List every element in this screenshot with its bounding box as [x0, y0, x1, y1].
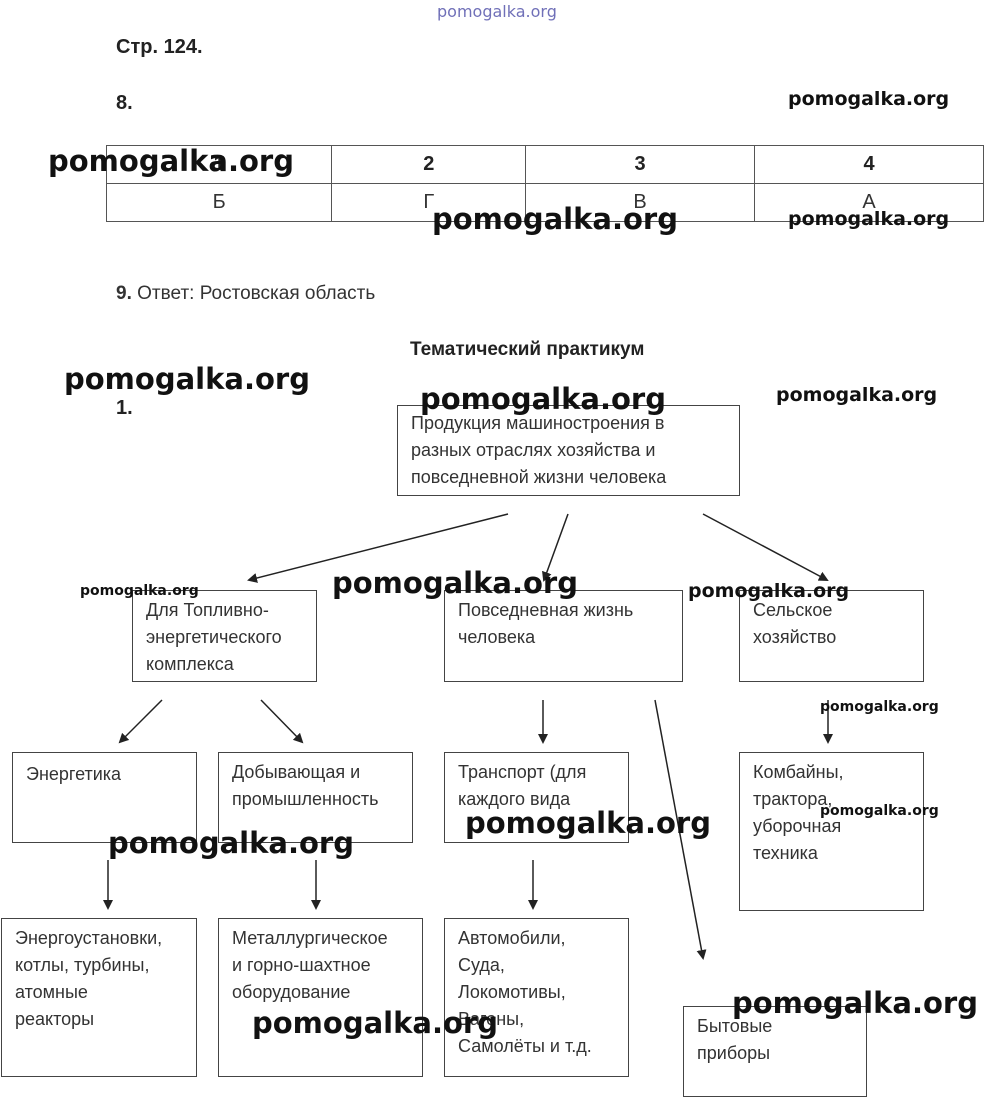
vehicles-box: Автомобили, Суда, Локомотивы, Вагоны, Са…	[444, 918, 629, 1077]
box-line: котлы, турбины,	[15, 955, 150, 975]
box-line: оборудование	[232, 982, 351, 1002]
watermark: pomogalka.org	[788, 88, 950, 110]
box-line: Комбайны,	[753, 762, 844, 782]
box-line: промышленность	[232, 789, 379, 809]
task-1-number: 1.	[116, 397, 133, 419]
arrow-fuel-to-mining	[260, 699, 304, 744]
box-line: Суда,	[458, 955, 505, 975]
box-line: Вагоны,	[458, 1009, 525, 1029]
energy-box: Энергетика	[12, 752, 197, 843]
table-row: Б Г В А	[105, 183, 984, 222]
watermark: pomogalka.org	[776, 384, 938, 406]
box-line: Энергетика	[26, 764, 122, 784]
box-line: реакторы	[15, 1009, 95, 1029]
metallurgy-box: Металлургическое и горно-шахтное оборудо…	[218, 918, 423, 1077]
answer-table: 1 2 3 4 Б Г В А	[105, 145, 984, 222]
box-line: уборочная	[753, 816, 842, 836]
box-line: и горно-шахтное	[232, 955, 371, 975]
watermark: pomogalka.org	[332, 566, 578, 600]
daily-life-box: Повседневная жизнь человека	[444, 590, 683, 682]
section-title: Тематический практикум	[410, 339, 645, 360]
watermark: pomogalka.org	[820, 699, 939, 715]
watermark: pomogalka.org	[108, 826, 354, 860]
box-line: каждого вида	[458, 789, 571, 809]
table-cell: В	[525, 183, 755, 222]
box-line: повседневной жизни человека	[411, 467, 667, 487]
watermark: pomogalka.org	[432, 202, 678, 236]
diagram-root-box: Продукция машиностроения в разных отрасл…	[397, 405, 740, 496]
watermark: pomogalka.org	[64, 362, 310, 396]
box-line: Транспорт (для	[458, 762, 587, 782]
watermark: pomogalka.org	[420, 382, 666, 416]
box-line: человека	[458, 627, 536, 647]
harvest-equipment-box: Комбайны, трактора, уборочная техника	[739, 752, 924, 911]
box-line: Продукция машиностроения в	[411, 413, 665, 433]
box-line: Автомобили,	[458, 928, 566, 948]
agriculture-box: Сельское хозяйство	[739, 590, 924, 682]
box-line: Бытовые	[697, 1016, 773, 1036]
watermark: pomogalka.org	[80, 583, 199, 599]
box-line: комплекса	[146, 654, 234, 674]
watermark: pomogalka.org	[688, 580, 850, 602]
box-line: приборы	[697, 1043, 771, 1063]
box-line: энергетического	[146, 627, 282, 647]
appliances-box: Бытовые приборы	[683, 1006, 867, 1097]
box-line: разных отраслях хозяйства и	[411, 440, 656, 460]
table-cell: Б	[105, 183, 333, 222]
arrow-root-to-daily	[542, 513, 569, 582]
box-line: хозяйство	[753, 627, 837, 647]
arrow-root-to-agri	[702, 513, 829, 581]
box-line: Сельское	[753, 600, 833, 620]
arrow-daily-to-appliances	[654, 699, 707, 960]
box-line: атомные	[15, 982, 88, 1002]
power-units-box: Энергоустановки, котлы, турбины, атомные…	[1, 918, 197, 1077]
watermark: pomogalka.org	[788, 208, 950, 230]
box-line: Самолёты и т.д.	[458, 1036, 592, 1056]
box-line: трактора,	[753, 789, 833, 809]
box-line: Локомотивы,	[458, 982, 566, 1002]
table-header-cell: 2	[331, 145, 527, 184]
box-line: техника	[753, 843, 818, 863]
task-8-number: 8.	[116, 92, 133, 114]
box-line: Добывающая и	[232, 762, 361, 782]
watermark: pomogalka.org	[252, 1006, 498, 1040]
task-9-answer: Ответ: Ростовская область	[137, 283, 376, 304]
task-9-number: 9.	[116, 283, 132, 304]
box-line: Энергоустановки,	[15, 928, 163, 948]
table-cell: Г	[331, 183, 527, 222]
task-9-line: 9. Ответ: Ростовская область	[116, 283, 375, 305]
table-cell: А	[754, 183, 984, 222]
watermark: pomogalka.org	[820, 803, 939, 819]
mining-box: Добывающая и промышленность	[218, 752, 413, 843]
transport-box: Транспорт (для каждого вида	[444, 752, 629, 843]
watermark: pomogalka.org	[48, 144, 294, 178]
arrow-root-to-fuel	[247, 513, 509, 583]
arrow-fuel-to-energy	[118, 699, 163, 744]
fuel-energy-box: Для Топливно- энергетического комплекса	[132, 590, 317, 682]
watermark: pomogalka.org	[732, 986, 978, 1020]
box-line: Металлургическое	[232, 928, 388, 948]
watermark: pomogalka.org	[465, 806, 711, 840]
box-line: Для Топливно-	[146, 600, 269, 620]
page-reference: Стр. 124.	[116, 36, 203, 58]
watermark: pomogalka.org	[437, 2, 557, 21]
box-line: Повседневная жизнь	[458, 600, 634, 620]
